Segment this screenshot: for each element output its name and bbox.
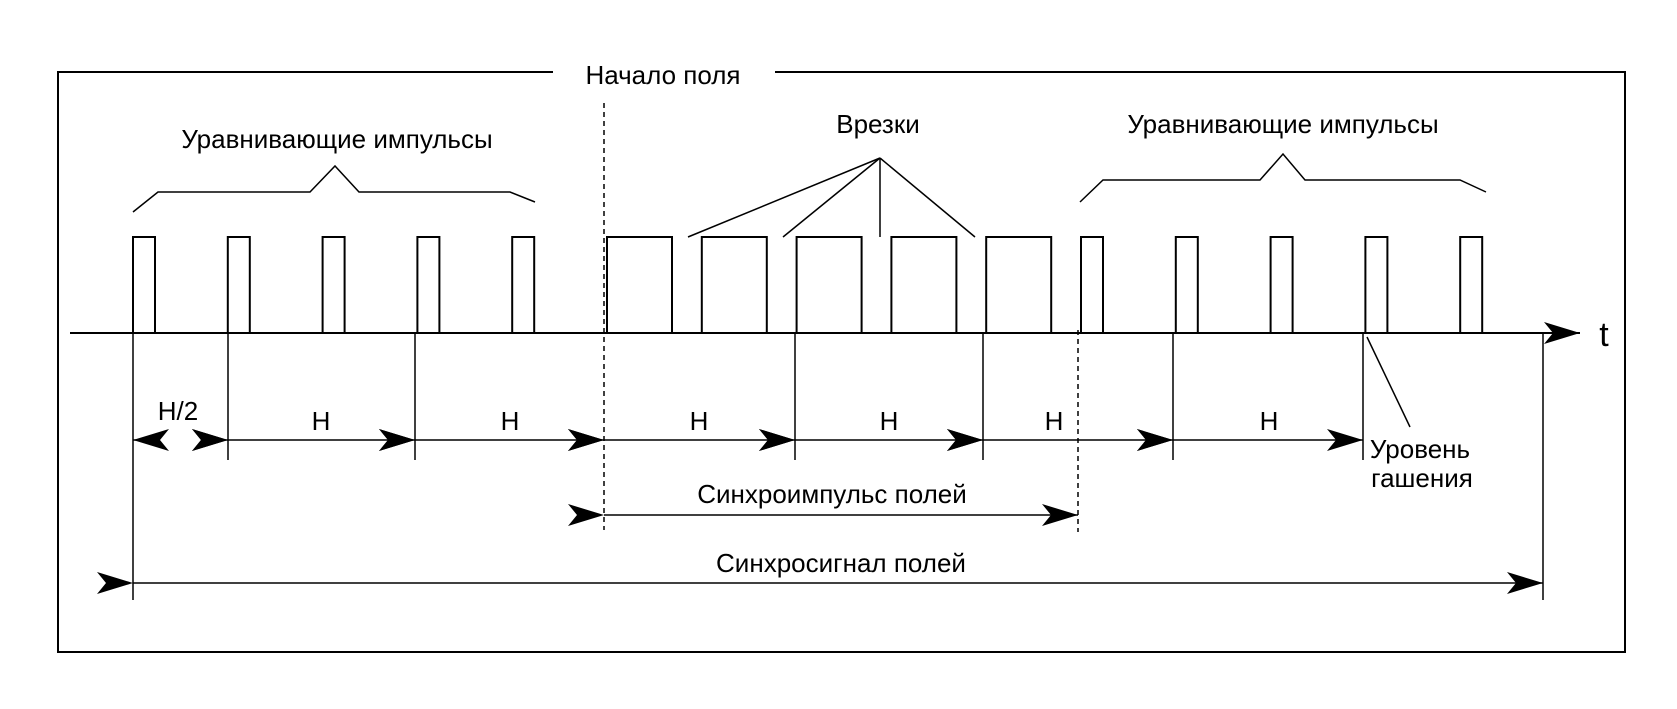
dimension-arrows xyxy=(97,429,1543,594)
time-axis-label: t xyxy=(1599,316,1609,354)
equalizing-pulse xyxy=(132,236,156,333)
equalizing-pulse xyxy=(226,236,251,333)
line-period-label-3: H xyxy=(690,406,709,436)
brace-equalizing-right xyxy=(1079,152,1487,203)
blanking-level-pointer xyxy=(1366,336,1411,428)
equalizing-pulse xyxy=(1174,236,1199,333)
broad-pulse xyxy=(700,236,768,333)
equalizing-pulse xyxy=(1459,236,1484,333)
line-period-label-1: H xyxy=(312,406,331,436)
field-sync-signal-label: Синхросигнал полей xyxy=(716,548,966,578)
broad-pulse xyxy=(985,236,1053,333)
blanking-level-label-2: гашения xyxy=(1371,463,1473,493)
equalizing-pulse xyxy=(416,236,441,333)
pulse-train xyxy=(132,236,1484,333)
equalizing-pulse xyxy=(1269,236,1294,333)
broad-pulse xyxy=(606,236,673,333)
equalizing-pulse xyxy=(511,236,536,333)
frame xyxy=(57,71,1626,653)
line-period-label-5: H xyxy=(1045,406,1064,436)
line-period-label-6: H xyxy=(1260,406,1279,436)
serrations-label: Врезки xyxy=(836,109,920,139)
brace-equalizing-left xyxy=(132,164,536,213)
field-start-label: Начало поля xyxy=(585,60,740,90)
line-period-label-2: H xyxy=(501,406,520,436)
equalizing-pulse xyxy=(1080,236,1104,333)
line-period-label-4: H xyxy=(880,406,899,436)
equalizing-label-right: Уравнивающие импульсы xyxy=(1127,109,1438,139)
broad-pulse xyxy=(795,236,863,333)
blanking-level-label: Уровень xyxy=(1370,434,1470,464)
equalizing-pulse xyxy=(321,236,346,333)
serration-pointers xyxy=(687,157,976,238)
half-line-label: H/2 xyxy=(158,396,198,426)
equalizing-pulse xyxy=(1364,236,1389,333)
equalizing-label-left: Уравнивающие импульсы xyxy=(181,124,492,154)
field-sync-pulse-label: Синхроимпульс полей xyxy=(697,479,967,509)
broad-pulse xyxy=(890,236,958,333)
